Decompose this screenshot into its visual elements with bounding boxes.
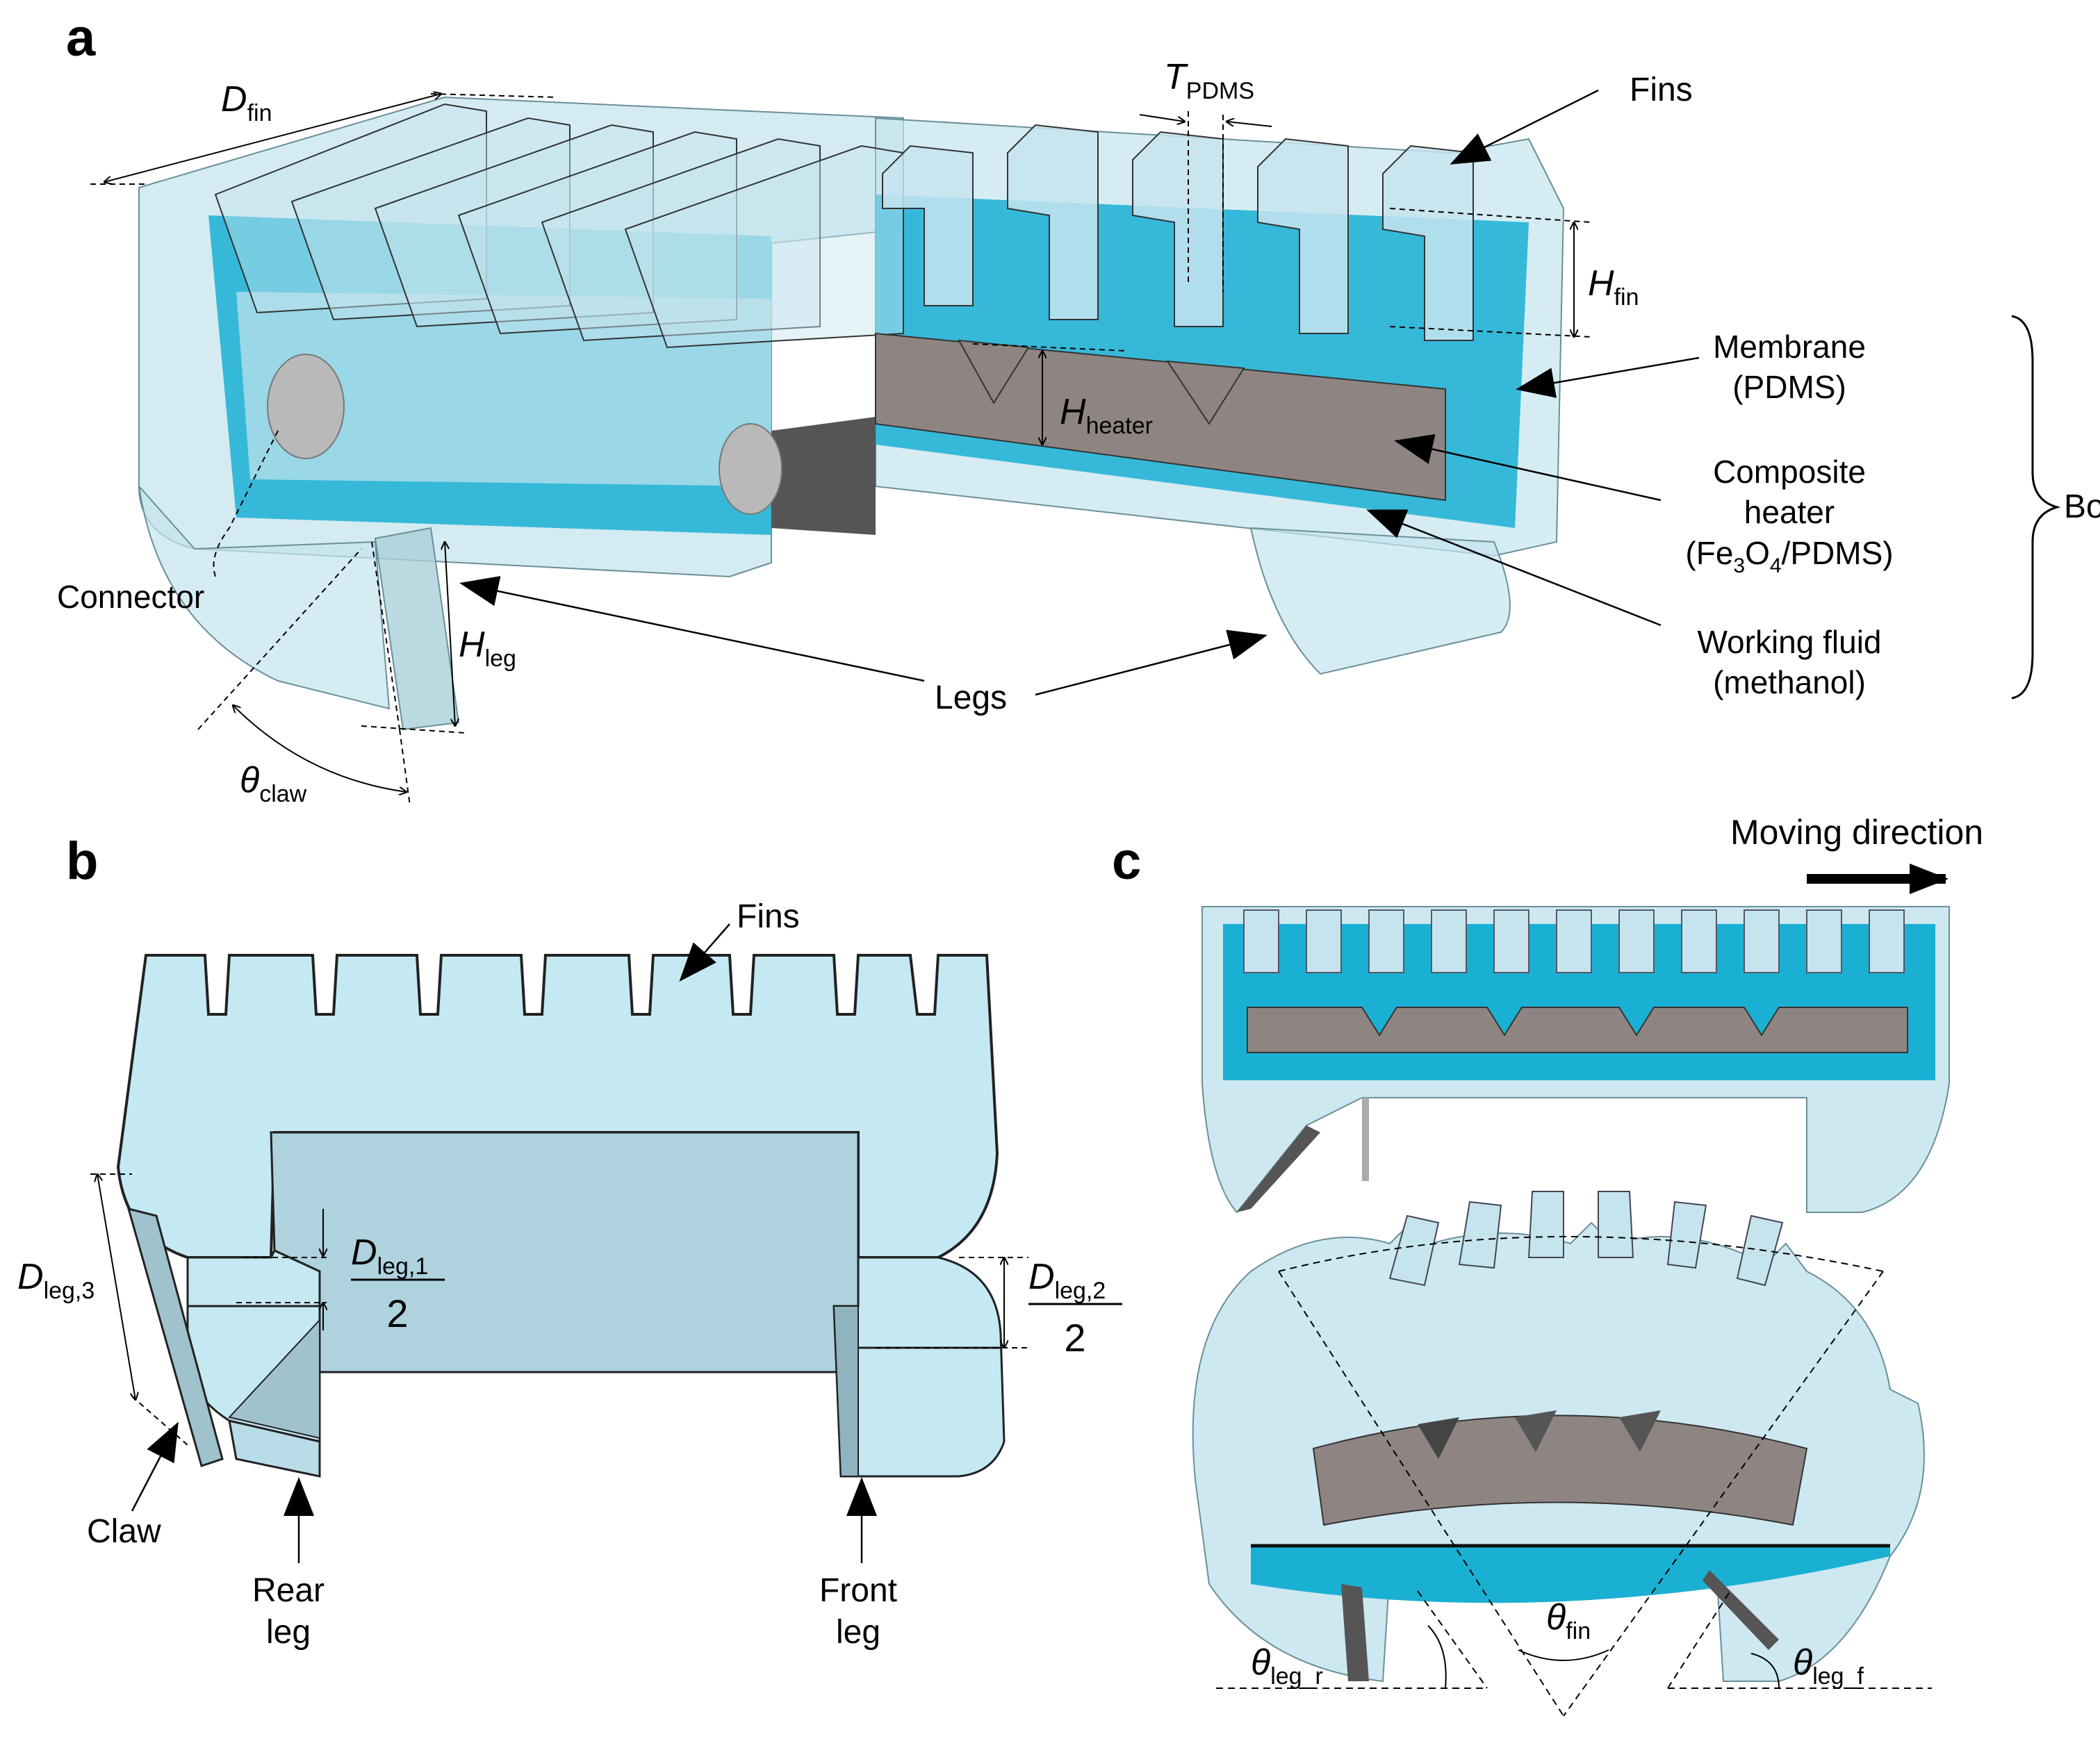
label-front-leg: Front: [819, 1572, 897, 1609]
dim-theta-fin: θfin: [1546, 1597, 1591, 1644]
panel-b: b: [17, 832, 1122, 1651]
panel-b-claw: [126, 1207, 224, 1467]
svg-text:2: 2: [386, 1292, 408, 1335]
panel-c-angle-lines: [1216, 1236, 1932, 1717]
label-front-leg-2: leg: [836, 1614, 880, 1651]
label-heater-2: heater: [1744, 494, 1835, 530]
panel-b-leaders: [131, 923, 877, 1563]
panel-a-fins-left: [214, 103, 904, 349]
dim-h-heater: Hheater: [1060, 392, 1153, 439]
label-legs: Legs: [935, 679, 1007, 716]
label-fluid: Working fluid: [1697, 624, 1881, 660]
label-membrane: Membrane: [1713, 329, 1866, 365]
panel-a-dimension-lines: [90, 94, 1592, 807]
dim-d-leg1: Dleg,1 2: [351, 1232, 445, 1335]
label-rear-leg-2: leg: [266, 1614, 311, 1651]
panel-a-heater: [771, 332, 1446, 535]
svg-text:Dleg,1: Dleg,1: [351, 1232, 428, 1280]
label-connector: Connector: [57, 579, 204, 615]
panel-b-dimension-lines: [90, 1174, 1028, 1446]
label-membrane-material: (PDMS): [1732, 369, 1846, 405]
panel-b-letter: b: [66, 832, 98, 891]
dim-theta-leg-r: θleg_r: [1251, 1642, 1323, 1690]
label-heater: Composite: [1713, 454, 1866, 490]
svg-text:Dleg,2: Dleg,2: [1028, 1257, 1106, 1304]
label-heater-material: (Fe3O4/PDMS): [1685, 535, 1893, 577]
label-rear-leg: Rear: [252, 1572, 325, 1609]
panel-a-leaders: [459, 89, 1700, 696]
dim-d-fin: Dfin: [221, 79, 272, 126]
dim-theta-claw: θclaw: [240, 760, 307, 807]
label-claw: Claw: [87, 1513, 161, 1550]
panel-a-fins-right: [882, 124, 1474, 341]
label-fins-a: Fins: [1630, 72, 1693, 108]
panel-a: a: [57, 8, 2100, 807]
panel-a-connector-ellipse: [267, 354, 345, 459]
dim-d-leg2: Dleg,2 2: [1028, 1257, 1122, 1360]
svg-text:2: 2: [1064, 1316, 1085, 1360]
label-moving-direction: Moving direction: [1730, 813, 1983, 852]
label-body: Body: [2064, 488, 2100, 525]
panel-c-letter: c: [1112, 832, 1141, 891]
label-fins-b: Fins: [737, 898, 800, 935]
panel-a-letter: a: [66, 8, 96, 67]
dim-t-pdms: TPDMS: [1164, 57, 1254, 104]
dim-h-leg: Hleg: [459, 625, 516, 672]
panel-c: c Moving direction: [1112, 813, 1983, 1717]
panel-c-bent-robot: [1192, 1191, 1925, 1683]
panel-a-body-bracket: [2011, 315, 2061, 700]
dim-h-fin: Hfin: [1588, 263, 1639, 311]
panel-b-front-leg: [832, 1256, 1006, 1478]
dim-d-leg3: Dleg,3: [17, 1257, 95, 1304]
panel-a-connector-ellipse-2: [719, 423, 782, 515]
label-fluid-material: (methanol): [1713, 664, 1866, 700]
dim-theta-leg-f: θleg_f: [1793, 1642, 1864, 1690]
panel-c-flat-robot: [1201, 906, 1950, 1214]
